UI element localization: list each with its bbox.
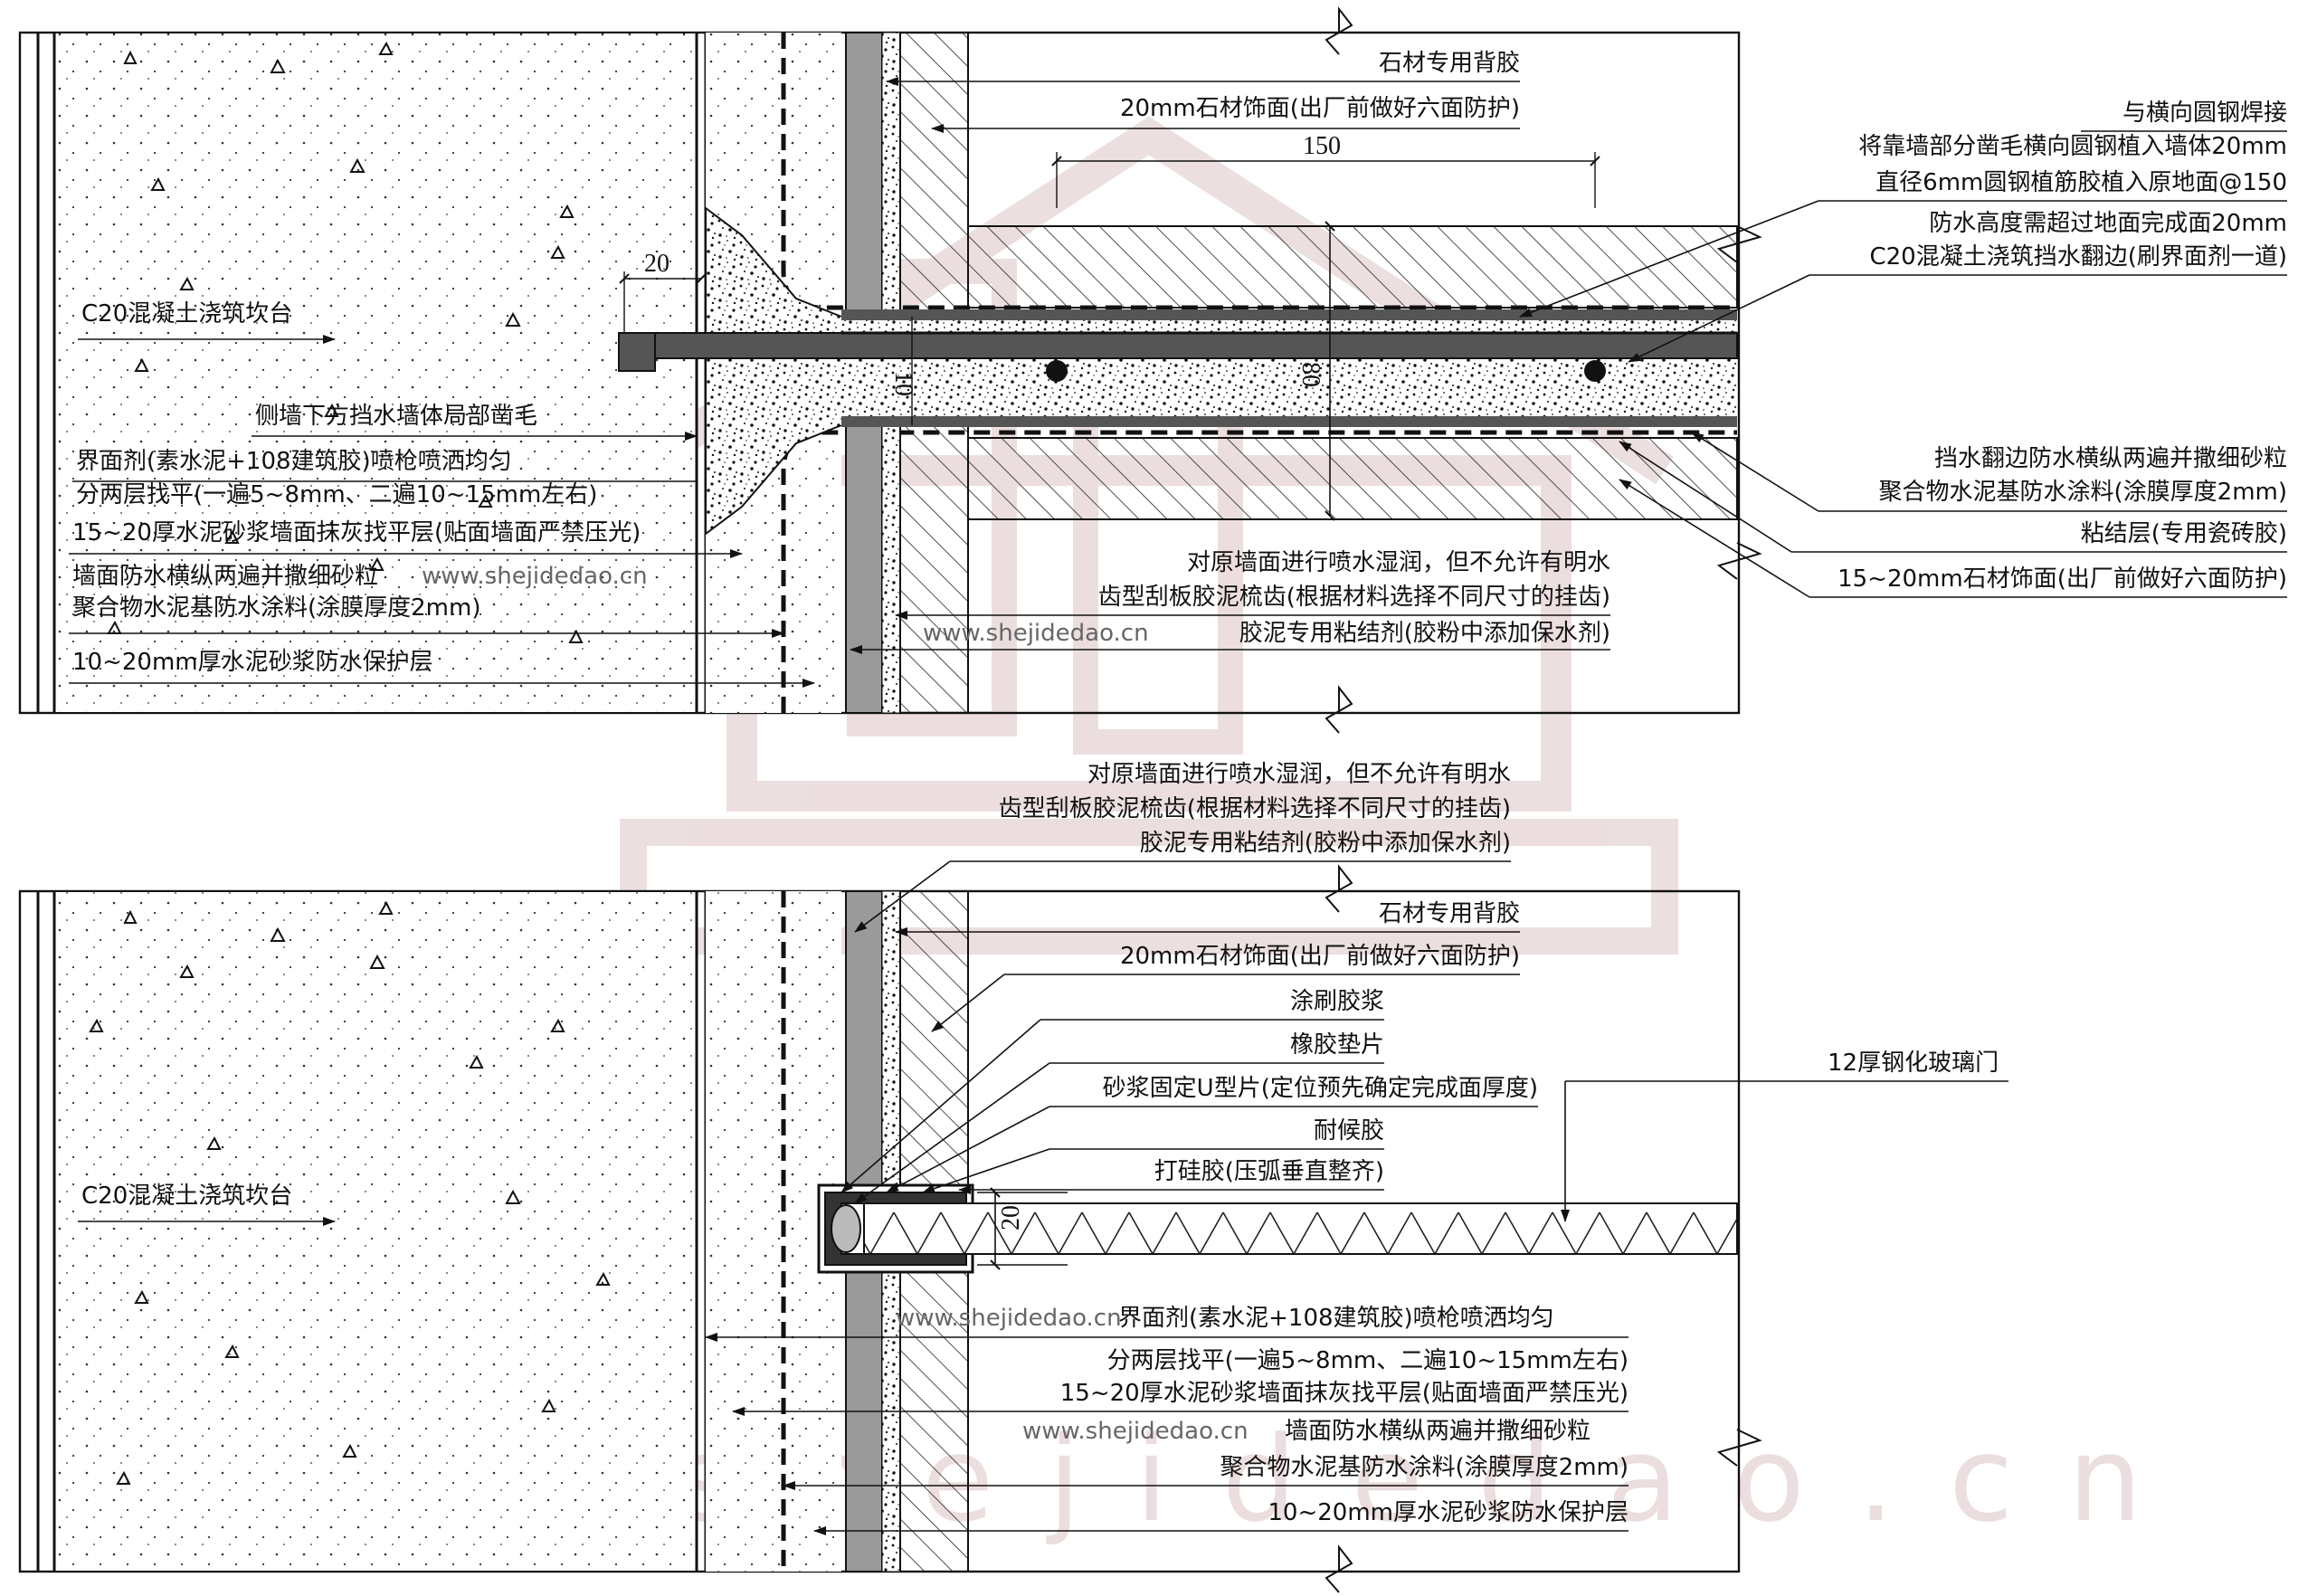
top-label-level: 分两层找平(一遍5~8mm、二遍10~15mm左右) (76, 481, 597, 508)
bottom-label-c20: C20混凝土浇筑坎台 (81, 1183, 292, 1210)
bottom-label-level: 分两层找平(一遍5~8mm、二遍10~15mm左右) (1107, 1347, 1629, 1374)
dim-20-bottom: 20 (997, 1205, 1025, 1230)
bottom-label-wp2: 聚合物水泥基防水涂料(涂膜厚度2mm) (1220, 1454, 1629, 1481)
concrete-aggregate (107, 41, 584, 643)
bottom-bottom-labels: 界面剂(素水泥+108建筑胶)喷枪喷洒均匀 分两层找平(一遍5~8mm、二遍10… (705, 1305, 1629, 1535)
top-midbottom-labels: 对原墙面进行喷水湿润，但不允许有明水 齿型刮板胶泥梳齿(根据材料选择不同尺寸的挂… (850, 549, 1610, 654)
watermark-site-top: www.shejidedao.cn (422, 563, 648, 590)
top-mid-labels: 石材专用背胶 20mm石材饰面(出厂前做好六面防护) (886, 50, 1520, 133)
top-label-height: 防水高度需超过地面完成面20mm (1929, 210, 2287, 237)
dim-80: 80 (1296, 362, 1325, 387)
top-label-weld: 与横向圆钢焊接 (2122, 100, 2287, 127)
bottom-label-binder: 胶泥专用粘结剂(胶粉中添加保水剂) (1140, 830, 1511, 857)
bottom-label-back-glue: 石材专用背胶 (1379, 900, 1520, 927)
bottom-label-interface: 界面剂(素水泥+108建筑胶)喷枪喷洒均匀 (1118, 1305, 1554, 1332)
bottom-mid-labels: 石材专用背胶 20mm石材饰面(出厂前做好六面防护) 涂刷胶浆 橡胶垫片 砂浆固… (840, 900, 1538, 1204)
top-label-upstand-wp2: 聚合物水泥基防水涂料(涂膜厚度2mm) (1879, 479, 2287, 506)
top-label-stone: 20mm石材饰面(出厂前做好六面防护) (1120, 95, 1520, 122)
watermark-site-top-mid: www.shejidedao.cn (923, 620, 1149, 647)
bottom-label-glass: 12厚钢化玻璃门 (1828, 1050, 1999, 1077)
top-label-adhesive: 粘结层(专用瓷砖胶) (2081, 520, 2287, 547)
top-label-rebar: 直径6mm圆钢植筋胶植入原地面@150 (1875, 169, 2287, 196)
top-label-stone-floor: 15~20mm石材饰面(出厂前做好六面防护) (1837, 565, 2287, 593)
top-label-wp2: 聚合物水泥基防水涂料(涂膜厚度2mm) (72, 594, 480, 622)
dim-20-top: 20 (644, 250, 669, 278)
bottom-label-u-channel: 砂浆固定U型片(定位预先确定完成面厚度) (1103, 1075, 1538, 1102)
bottom-label-wp1: 墙面防水横纵两遍并撒细砂粒 (1285, 1418, 1591, 1445)
bottom-top-labels: 对原墙面进行喷水湿润，但不允许有明水 齿型刮板胶泥梳齿(根据材料选择不同尺寸的挂… (854, 761, 1511, 933)
top-right-labels: 与横向圆钢焊接 将靠墙部分凿毛横向圆钢植入墙体20mm 直径6mm圆钢植筋胶植入… (1519, 100, 2287, 363)
top-label-wp1: 墙面防水横纵两遍并撒细砂粒 (72, 563, 378, 590)
bottom-label-wet: 对原墙面进行喷水湿润，但不允许有明水 (1087, 761, 1511, 788)
bottom-label-silicone: 打硅胶(压弧垂直整齐) (1154, 1158, 1384, 1185)
top-label-interface: 界面剂(素水泥+108建筑胶)喷枪喷洒均匀 (76, 448, 512, 475)
bottom-label-protect: 10~20mm厚水泥砂浆防水保护层 (1268, 1499, 1629, 1526)
top-left-labels: C20混凝土浇筑坎台 侧墙下方挡水墙体局部凿毛 界面剂(素水泥+108建筑胶)喷… (69, 300, 815, 688)
concrete-aggregate-bottom (89, 900, 611, 1485)
dim-150: 150 (1303, 132, 1341, 160)
dim-10: 10 (889, 371, 917, 396)
bottom-label-slurry: 涂刷胶浆 (1290, 988, 1384, 1015)
bottom-glass-label: 12厚钢化玻璃门 (1561, 1050, 2008, 1222)
top-label-plaster: 15~20厚水泥砂浆墙面抹灰找平层(贴面墙面严禁压光) (72, 519, 641, 546)
top-label-embed: 将靠墙部分凿毛横向圆钢植入墙体20mm (1858, 133, 2287, 160)
bottom-label-stone: 20mm石材饰面(出厂前做好六面防护) (1120, 943, 1520, 970)
bottom-section: 20 对原墙面进行喷水湿润，但不允许有明水 齿型刮板胶泥梳齿(根据材料选择不同尺… (18, 761, 2008, 1593)
top-label-wet: 对原墙面进行喷水湿润，但不允许有明水 (1187, 549, 1610, 576)
bottom-label-rubber: 橡胶垫片 (1290, 1031, 1384, 1059)
top-right-bottom-labels: 挡水翻边防水横纵两遍并撒细砂粒 聚合物水泥基防水涂料(涂膜厚度2mm) 粘结层(… (1619, 432, 2287, 598)
top-label-protect: 10~20mm厚水泥砂浆防水保护层 (72, 649, 433, 676)
top-label-chisel: 侧墙下方挡水墙体局部凿毛 (255, 403, 537, 430)
bottom-label-plaster: 15~20厚水泥砂浆墙面抹灰找平层(贴面墙面严禁压光) (1060, 1380, 1629, 1407)
bottom-left-label: C20混凝土浇筑坎台 (78, 1183, 336, 1226)
watermark-site-bottom-2: www.shejidedao.cn (1022, 1418, 1249, 1445)
top-label-comb: 齿型刮板胶泥梳齿(根据材料选择不同尺寸的挂齿) (1098, 584, 1610, 611)
bottom-label-comb: 齿型刮板胶泥梳齿(根据材料选择不同尺寸的挂齿) (999, 795, 1511, 822)
top-label-c20: C20混凝土浇筑坎台 (81, 300, 292, 328)
top-label-upstand: C20混凝土浇筑挡水翻边(刷界面剂一道) (1869, 243, 2287, 271)
top-section: 150 20 80 10 C20混凝土浇筑坎台 侧墙下方挡水墙体局部凿毛 界面剂… (18, 6, 2287, 734)
top-label-binder: 胶泥专用粘结剂(胶粉中添加保水剂) (1239, 620, 1610, 647)
top-label-upstand-wp1: 挡水翻边防水横纵两遍并撒细砂粒 (1934, 445, 2287, 472)
bottom-label-weather-seal: 耐候胶 (1314, 1117, 1384, 1145)
watermark-site-bottom-1: www.shejidedao.cn (896, 1305, 1122, 1332)
top-label-back-glue: 石材专用背胶 (1379, 50, 1520, 77)
